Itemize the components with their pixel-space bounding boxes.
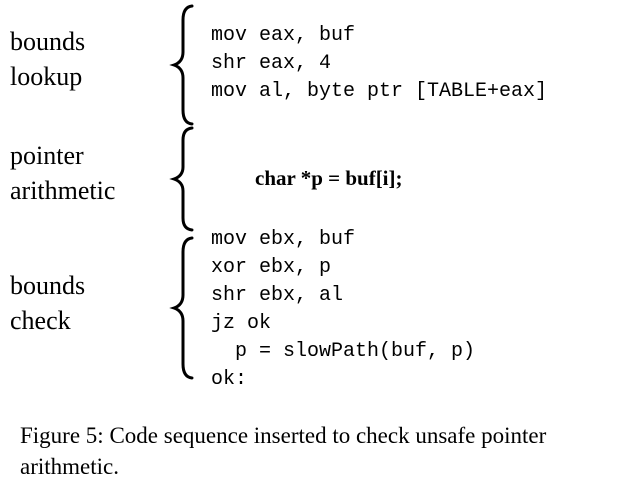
- label-line: arithmetic: [10, 176, 116, 205]
- curly-brace-icon: [169, 126, 194, 232]
- section-label-bounds-lookup: bounds lookup: [10, 24, 85, 94]
- code-line: jz ok: [211, 312, 272, 335]
- curly-brace-icon: [169, 236, 194, 380]
- code-line: shr eax, 4: [211, 52, 332, 75]
- code-line: mov ebx, buf: [211, 228, 356, 251]
- code-line: p = slowPath(buf, p): [211, 340, 476, 363]
- label-line: lookup: [10, 62, 83, 91]
- label-line: pointer: [10, 141, 84, 170]
- label-line: bounds: [10, 27, 86, 56]
- code-block-bounds-check: mov ebx, buf xor ebx, p shr ebx, al jz o…: [211, 226, 475, 394]
- code-block-bounds-lookup: mov eax, buf shr eax, 4 mov al, byte ptr…: [211, 22, 547, 106]
- label-line: bounds: [10, 271, 86, 300]
- code-line: shr ebx, al: [211, 284, 344, 307]
- code-line: mov al, byte ptr [TABLE+eax]: [211, 80, 548, 103]
- pointer-arithmetic-statement: char *p = buf[i];: [255, 166, 403, 190]
- section-label-bounds-check: bounds check: [10, 268, 85, 338]
- code-line: xor ebx, p: [211, 256, 332, 279]
- code-line: mov eax, buf: [211, 24, 356, 47]
- curly-brace-icon: [169, 4, 194, 126]
- label-line: check: [10, 306, 71, 335]
- section-label-pointer-arithmetic: pointer arithmetic: [10, 138, 115, 208]
- code-line: ok:: [211, 368, 248, 391]
- figure-caption: Figure 5: Code sequence inserted to chec…: [20, 423, 547, 479]
